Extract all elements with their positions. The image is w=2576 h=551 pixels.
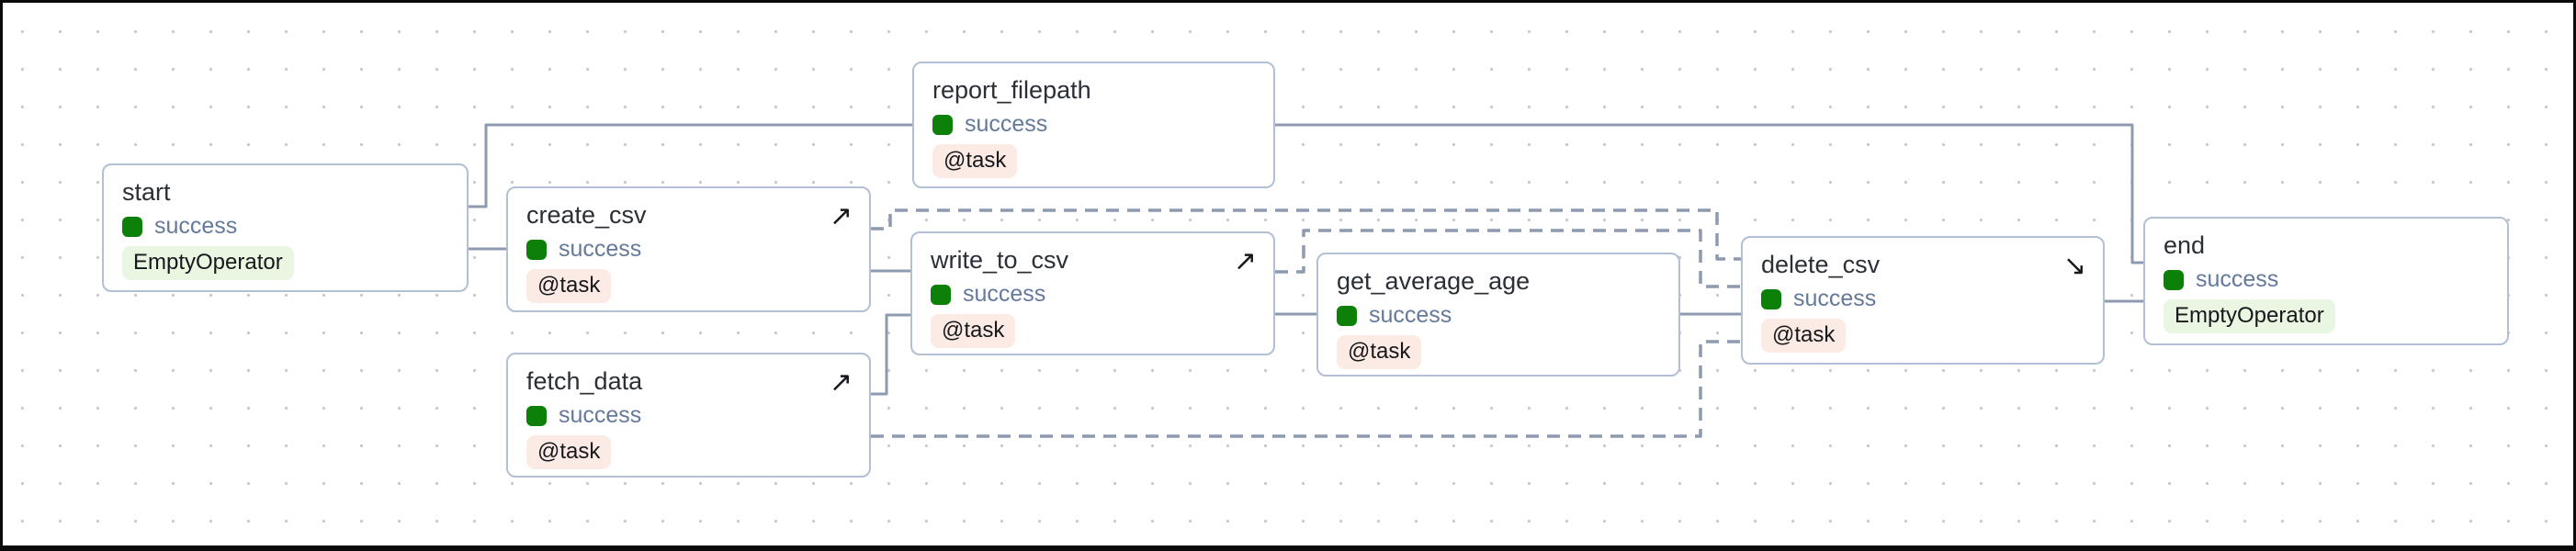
task-status-row: success bbox=[526, 236, 853, 263]
dag-edges-layer bbox=[469, 123, 2143, 438]
task-status-label: success bbox=[2196, 266, 2279, 293]
task-name: start bbox=[122, 178, 171, 206]
task-decorator-badge: @task bbox=[526, 435, 612, 470]
task-node-create_csv[interactable]: create_csv ↗ success @task bbox=[506, 186, 871, 312]
task-node-write_to_csv[interactable]: write_to_csv ↗ success @task bbox=[910, 231, 1275, 355]
task-title-row: delete_csv ↘ bbox=[1761, 249, 2086, 281]
task-decorator-badge: @task bbox=[1337, 335, 1422, 370]
success-status-icon bbox=[931, 284, 951, 305]
task-decorator-badge: @task bbox=[931, 314, 1016, 349]
setup-arrow-icon: ↗ bbox=[1233, 246, 1257, 276]
task-status-row: success bbox=[122, 213, 450, 240]
task-status-label: success bbox=[559, 236, 642, 263]
task-status-label: success bbox=[1793, 286, 1877, 312]
task-title-row: fetch_data ↗ bbox=[526, 365, 853, 398]
edge-write_to_csv-to-delete_csv bbox=[1275, 229, 1741, 288]
teardown-arrow-icon: ↘ bbox=[2062, 251, 2086, 281]
task-node-fetch_data[interactable]: fetch_data ↗ success @task bbox=[506, 353, 871, 478]
task-name: delete_csv bbox=[1761, 251, 1881, 278]
success-status-icon bbox=[2164, 269, 2184, 290]
operator-badge: EmptyOperator bbox=[2164, 299, 2335, 334]
task-status-row: success bbox=[2164, 266, 2491, 293]
task-title-row: end bbox=[2164, 230, 2491, 262]
task-name: fetch_data bbox=[526, 367, 643, 395]
task-status-row: success bbox=[932, 111, 1257, 138]
edge-report_filepath-to-end bbox=[1275, 123, 2143, 264]
success-status-icon bbox=[1761, 288, 1781, 309]
task-status-row: success bbox=[1761, 286, 2086, 312]
task-status-label: success bbox=[559, 402, 642, 429]
task-name: end bbox=[2164, 231, 2206, 259]
task-title-row: start bbox=[122, 176, 450, 208]
success-status-icon bbox=[526, 405, 547, 426]
task-name: report_filepath bbox=[932, 76, 1091, 104]
task-status-row: success bbox=[931, 281, 1257, 308]
task-decorator-badge: @task bbox=[526, 269, 612, 304]
task-status-label: success bbox=[1369, 302, 1452, 329]
edge-fetch_data-to-delete_csv bbox=[871, 340, 1741, 438]
setup-arrow-icon: ↗ bbox=[829, 201, 853, 231]
setup-arrow-icon: ↗ bbox=[829, 367, 853, 398]
task-name: write_to_csv bbox=[931, 246, 1069, 274]
edge-fetch_data-to-write_to_csv bbox=[871, 313, 910, 396]
task-node-delete_csv[interactable]: delete_csv ↘ success @task bbox=[1741, 236, 2105, 365]
task-status-row: success bbox=[526, 402, 853, 429]
task-decorator-badge: @task bbox=[932, 144, 1018, 179]
task-title-row: get_average_age bbox=[1337, 265, 1662, 298]
success-status-icon bbox=[526, 239, 547, 260]
task-decorator-badge: @task bbox=[1761, 319, 1847, 354]
task-status-label: success bbox=[963, 281, 1046, 308]
operator-badge: EmptyOperator bbox=[122, 246, 294, 281]
task-status-label: success bbox=[965, 111, 1048, 138]
edge-start-to-report_filepath bbox=[469, 123, 912, 208]
edge-create_csv-to-delete_csv bbox=[871, 208, 1741, 261]
task-name: create_csv bbox=[526, 201, 647, 229]
task-title-row: create_csv ↗ bbox=[526, 199, 853, 231]
task-status-row: success bbox=[1337, 302, 1662, 329]
task-status-label: success bbox=[154, 213, 238, 240]
success-status-icon bbox=[1337, 305, 1357, 326]
task-name: get_average_age bbox=[1337, 267, 1531, 295]
task-title-row: write_to_csv ↗ bbox=[931, 244, 1257, 276]
success-status-icon bbox=[932, 114, 953, 135]
task-title-row: report_filepath bbox=[932, 74, 1257, 107]
success-status-icon bbox=[122, 216, 142, 237]
